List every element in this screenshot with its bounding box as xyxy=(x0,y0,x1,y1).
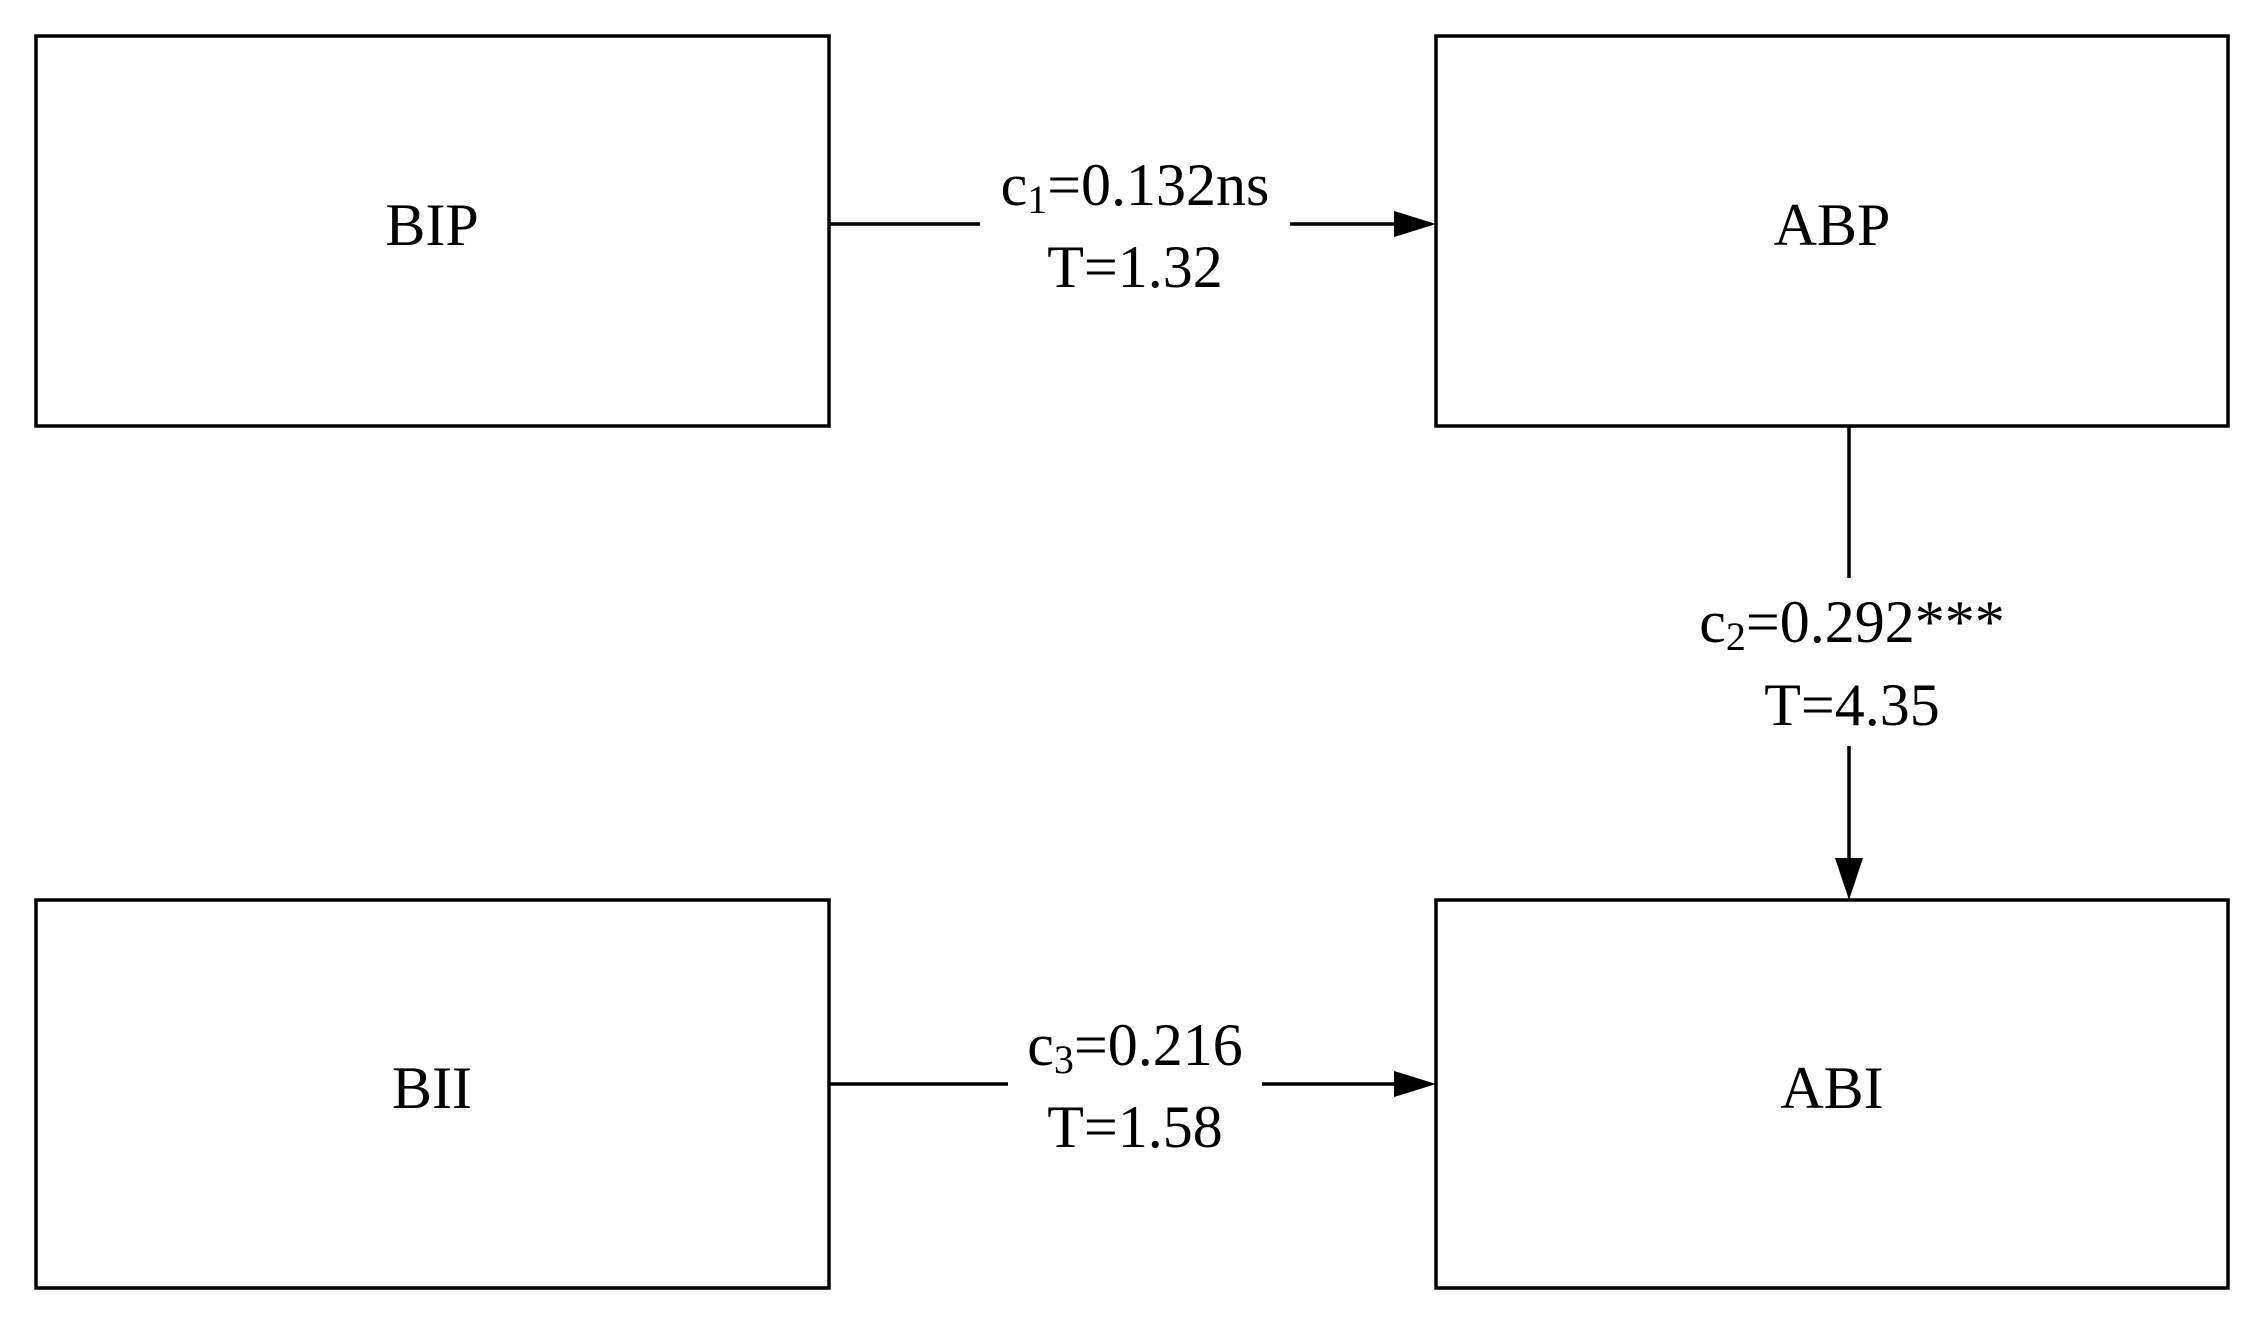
node-bip-box xyxy=(34,34,831,428)
edge-abp-abi-coef-symbol: c xyxy=(1699,589,1726,655)
edge-bii-abi-arrowhead xyxy=(1394,1071,1436,1097)
edge-abp-abi: c2=0.292*** T=4.35 xyxy=(1699,426,2005,900)
node-abi-label: ABI xyxy=(1780,1055,1883,1121)
edge-bii-abi-coef-subscript: 3 xyxy=(1054,1037,1074,1082)
edge-abp-abi-coef-subscript: 2 xyxy=(1726,614,1746,659)
node-bip-label: BIP xyxy=(385,192,478,258)
edge-bip-abp: c1=0.132ns T=1.32 xyxy=(829,152,1436,300)
edge-bip-abp-coef-subscript: 1 xyxy=(1027,177,1047,222)
edge-bip-abp-coef-label: c1=0.132ns xyxy=(1001,152,1270,222)
edge-bii-abi-coef-symbol: c xyxy=(1027,1012,1054,1078)
edge-bip-abp-t-stat: T=1.32 xyxy=(1047,234,1223,300)
edge-bii-abi-t-stat: T=1.58 xyxy=(1047,1094,1223,1160)
node-abp: ABP xyxy=(1434,34,2230,428)
edge-bip-abp-coef-symbol: c xyxy=(1001,152,1028,218)
edge-bii-abi-coef-value: =0.216 xyxy=(1074,1012,1243,1078)
edge-abp-abi-t-stat: T=4.35 xyxy=(1764,672,1940,738)
edge-bii-abi-coef-label: c3=0.216 xyxy=(1027,1012,1242,1082)
node-bii-box xyxy=(34,898,831,1290)
edge-bii-abi: c3=0.216 T=1.58 xyxy=(829,1012,1436,1160)
node-bii: BII xyxy=(34,898,831,1290)
edge-abp-abi-arrowhead xyxy=(1835,858,1863,900)
node-bip: BIP xyxy=(34,34,831,428)
node-bii-label: BII xyxy=(392,1055,472,1121)
node-abi-box xyxy=(1434,898,2230,1290)
node-abp-box xyxy=(1434,34,2230,428)
node-abi: ABI xyxy=(1434,898,2230,1290)
node-abp-label: ABP xyxy=(1774,192,1891,258)
edge-abp-abi-coef-value: =0.292*** xyxy=(1746,589,2005,655)
edge-abp-abi-coef-label: c2=0.292*** xyxy=(1699,589,2004,659)
edge-bip-abp-coef-value: =0.132ns xyxy=(1047,152,1269,218)
edge-bip-abp-arrowhead xyxy=(1394,211,1436,237)
